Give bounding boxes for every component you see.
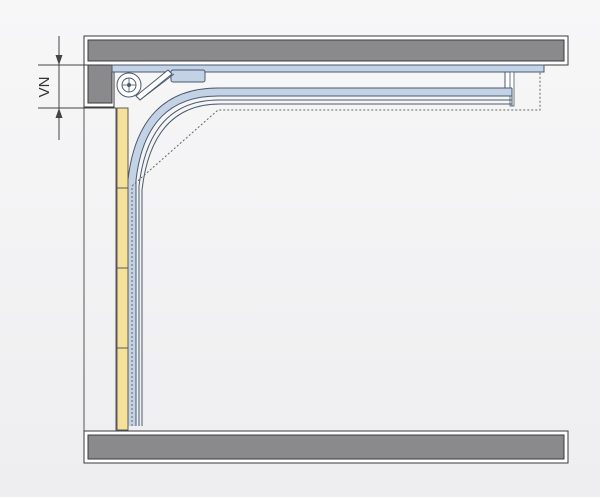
clearance-outline [131, 72, 541, 426]
dimension-vn: VN [36, 36, 116, 140]
wall-jamb [83, 64, 117, 431]
pulley-drum-icon [116, 72, 142, 98]
arrow-down-icon [55, 55, 63, 65]
arrow-up-icon [55, 108, 63, 118]
dimension-label: VN [36, 77, 53, 98]
guide-track [127, 87, 513, 426]
floor-slab [83, 430, 569, 464]
spring-shaft-assembly [116, 69, 206, 101]
ceiling-slab [83, 35, 569, 66]
door-panels [116, 107, 129, 431]
